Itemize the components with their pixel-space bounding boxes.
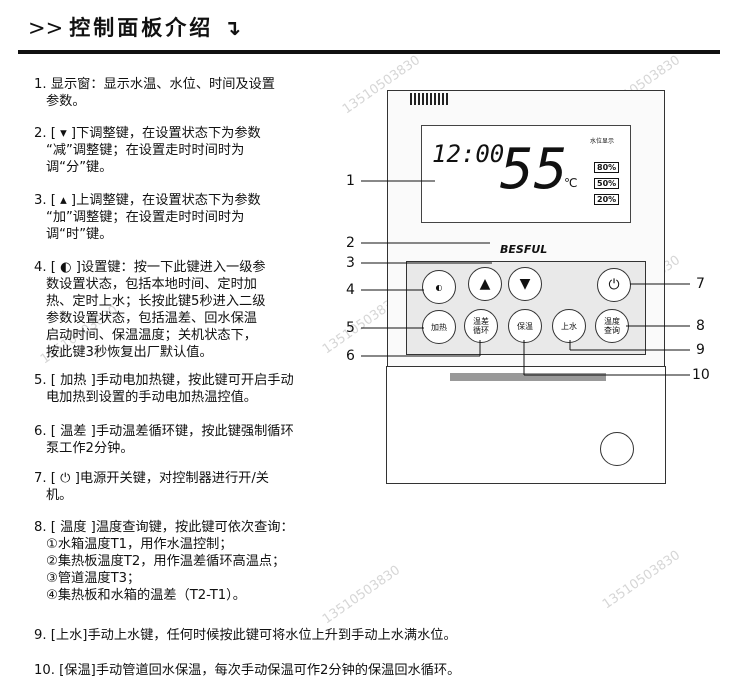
refill-button-label: 上水 [561,321,577,331]
item-line: 按此键3秒恢复出厂默认值。 [46,345,213,360]
page-title: 控制面板介绍 [69,16,214,40]
item-line: 9. [上水]手动上水键，任何时候按此键可将水位上升到手动上水满水位。 [34,628,457,643]
key-description-item: 3. [ ▴ ]上调整键，在设置状态下为参数 “加”调整键；在设置走时时间时为调“… [34,192,261,243]
callout-9: 9 [696,342,705,358]
key-description-item: 2. [ ▾ ]下调整键，在设置状态下为参数 “减”调整键；在设置走时时间时为调“… [34,125,261,176]
item-line: 1. 显示窗：显示水温、水位、时间及设置 [34,77,275,92]
callout-7: 7 [696,276,705,292]
item-line: 8. [ 温度 ]温度查询键，按此键可依次查询： [34,520,294,535]
item-line: 参数设置状态，包括温差、回水保温 [46,311,257,326]
section-header: >>控制面板介绍 ↴ [28,12,244,42]
refill-button[interactable]: 上水 [552,309,586,343]
temp-query-button-label: 温度 查询 [604,317,620,335]
callout-10: 10 [692,367,710,383]
item-line: 参数。 [46,94,86,109]
up-arrow-icon: ▲ [479,275,491,292]
key-description-item: 1. 显示窗：显示水温、水位、时间及设置参数。 [34,76,275,110]
temperature-unit: ℃ [564,176,578,190]
item-line: 调“分”键。 [46,160,113,175]
item-line: 启动时间、保温温度；关机状态下， [46,328,257,343]
level-80-badge: 80% [594,162,620,173]
item-line: 3. [ ▴ ]上调整键，在设置状态下为参数 [34,193,261,208]
callout-1: 1 [346,173,355,189]
level-50-badge: 50% [594,178,620,189]
item-line: 5. [ 加热 ]手动电加热键，按此键可开启手动 [34,373,294,388]
power-button[interactable]: ⏻ [597,268,631,302]
keep-warm-button-label: 保温 [517,321,533,331]
header-rule [18,50,720,54]
heat-button-label: 加热 [431,322,447,332]
item-line: 调“时”键。 [46,227,113,242]
brand-logo: BESFUL [500,243,548,256]
level-20-badge: 20% [594,194,620,205]
item-line: 2. [ ▾ ]下调整键，在设置状态下为参数 [34,126,261,141]
item-line: 电加热到设置的手动电加热温控值。 [46,390,257,405]
callout-6: 6 [346,348,355,364]
key-description-item: 7. [ ⏻ ]电源开关键，对控制器进行开/关机。 [34,470,269,504]
item-line: 机。 [46,488,73,503]
item-line: 泵工作2分钟。 [46,441,134,456]
display-window: 12:00 55 ℃ 水位显示 80% 50% 20% [421,125,631,223]
callout-2: 2 [346,235,355,251]
heat-button[interactable]: 加热 [422,310,456,344]
key-description-item: 10. [保温]手动管道回水保温，每次手动保温可作2分钟的保温回水循环。 [34,662,460,679]
item-line: ①水箱温度T1，用作水温控制； [46,537,233,552]
callout-5: 5 [346,320,355,336]
key-description-item: 6. [ 温差 ]手动温差循环键，按此键强制循环泵工作2分钟。 [34,423,294,457]
item-line: 数设置状态，包括本地时间、定时加 [46,277,257,292]
diff-circulation-button[interactable]: 温差 循环 [464,309,498,343]
item-line: ③管道温度T3； [46,571,141,586]
water-level-title: 水位显示 [590,138,615,145]
callout-4: 4 [346,282,355,298]
header-arrow: >> [28,16,64,40]
key-description-item: 9. [上水]手动上水键，任何时候按此键可将水位上升到手动上水满水位。 [34,627,457,644]
temperature-readout: 55 [500,137,568,202]
diff-button-label: 温差 循环 [473,317,489,335]
item-line: ④集热板和水箱的温差（T2-T1）。 [46,588,246,603]
key-description-item: 4. [ ◐ ]设置键：按一下此键进入一级参数设置状态，包括本地时间、定时加热、… [34,259,266,361]
item-line: “加”调整键；在设置走时时间时为 [46,210,245,225]
clock-readout: 12:00 [432,140,505,168]
item-line: 7. [ ⏻ ]电源开关键，对控制器进行开/关 [34,471,269,486]
settings-icon: ◐ [435,282,443,292]
key-description-item: 8. [ 温度 ]温度查询键，按此键可依次查询： ①水箱温度T1，用作水温控制； ②… [34,519,294,604]
hinge-strip [450,373,606,381]
callout-8: 8 [696,318,705,334]
item-line: 6. [ 温差 ]手动温差循环键，按此键强制循环 [34,424,294,439]
vent-grille [410,93,450,105]
down-arrow-icon: ▼ [519,275,531,292]
item-line: 10. [保温]手动管道回水保温，每次手动保温可作2分钟的保温回水循环。 [34,663,461,678]
callout-3: 3 [346,255,355,271]
item-line: 热、定时上水；长按此键5秒进入二级 [46,294,266,309]
item-line: “减”调整键；在设置走时时间时为 [46,143,245,158]
keep-warm-button[interactable]: 保温 [508,309,542,343]
down-button[interactable]: ▼ [508,267,542,301]
item-line: 4. [ ◐ ]设置键：按一下此键进入一级参 [34,260,266,275]
up-button[interactable]: ▲ [468,267,502,301]
power-icon: ⏻ [608,276,620,293]
settings-button[interactable]: ◐ [422,270,456,304]
header-mark: ↴ [223,16,245,40]
key-description-item: 5. [ 加热 ]手动电加热键，按此键可开启手动电加热到设置的手动电加热温控值。 [34,372,294,406]
cover-knob [600,432,634,466]
item-line: ②集热板温度T2，用作温差循环高温点； [46,554,286,569]
